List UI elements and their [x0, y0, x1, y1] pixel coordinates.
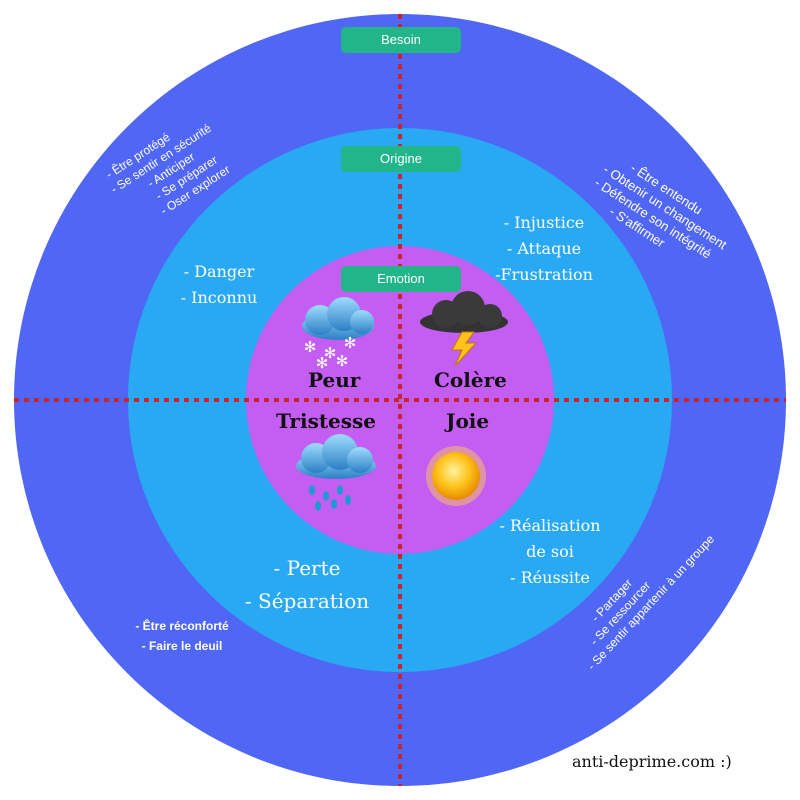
origin-item: - Attaque	[506, 239, 582, 258]
sun-icon	[426, 446, 486, 506]
svg-text:✻: ✻	[336, 352, 349, 370]
origin-item: -Frustration	[495, 265, 593, 284]
emotion-fear: Peur	[308, 368, 361, 392]
svg-text:✻: ✻	[316, 354, 329, 372]
snow-cloud-icon: ✻ ✻ ✻ ✻ ✻	[302, 297, 374, 372]
origin-fear-list: - Danger - Inconnu	[176, 259, 262, 311]
origin-item: - Injustice	[503, 213, 585, 232]
emotion-sadness: Tristesse	[276, 409, 377, 433]
svg-text:✻: ✻	[344, 334, 357, 352]
origin-item: - Réussite	[510, 568, 590, 587]
origin-item: - Séparation	[244, 589, 370, 613]
origin-item: de soi	[526, 542, 574, 561]
origin-item: - Perte	[273, 556, 341, 580]
origin-anger-list: - Injustice - Attaque -Frustration	[482, 210, 606, 288]
emotion-joy: Joie	[446, 409, 490, 433]
need-layer-label: Besoin	[341, 27, 461, 53]
need-item: - Être réconforté	[135, 619, 229, 633]
storm-cloud-icon	[420, 291, 508, 367]
rain-cloud-icon	[296, 434, 376, 511]
svg-text:✻: ✻	[324, 344, 337, 362]
emotion-layer-label: Emotion	[341, 266, 461, 292]
need-item: - Faire le deuil	[141, 639, 223, 653]
origin-layer-label: Origine	[341, 146, 461, 172]
emotion-anger: Colère	[434, 368, 507, 392]
origin-item: - Danger	[183, 262, 255, 281]
origin-item: - Inconnu	[180, 288, 258, 307]
svg-text:✻: ✻	[304, 338, 317, 356]
origin-item: - Réalisation	[499, 516, 601, 535]
site-credit: anti-deprime.com :)	[572, 752, 732, 771]
origin-sadness-list: - Perte - Séparation	[232, 552, 382, 618]
origin-joy-list: - Réalisation de soi - Réussite	[488, 513, 612, 591]
need-sadness-list: - Être réconforté - Faire le deuil	[116, 616, 248, 656]
